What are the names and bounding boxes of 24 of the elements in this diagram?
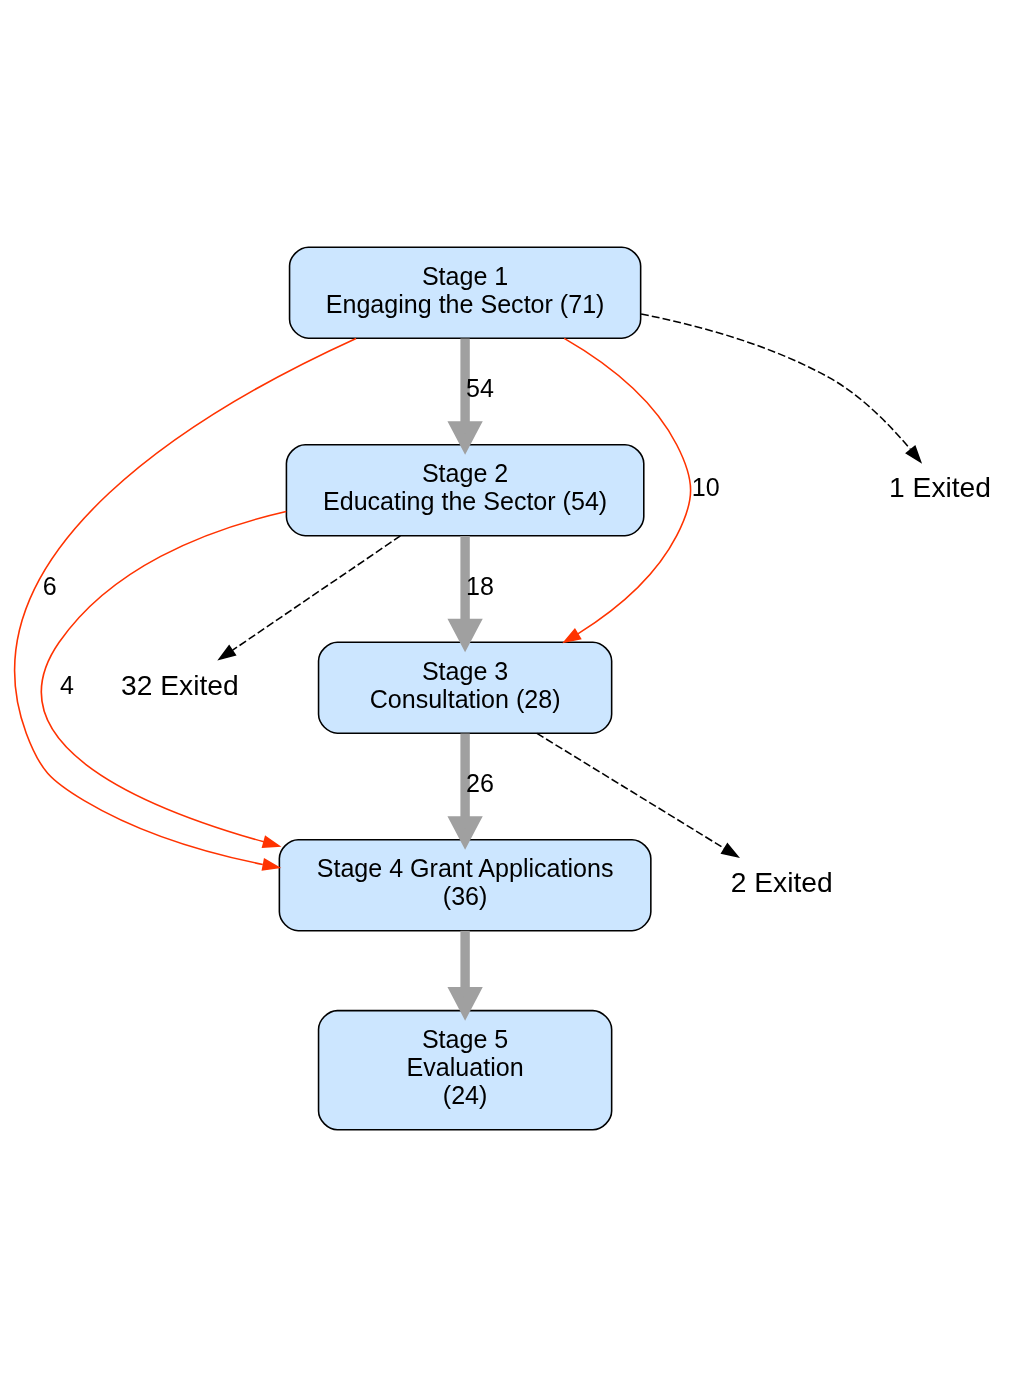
arrow [447,930,483,1021]
node-box: Stage 5 Evaluation (24) [317,1009,613,1130]
edge-label: 10 [691,472,720,501]
arrow [640,312,923,464]
arrow [40,510,287,848]
arrow [217,534,402,661]
arrow [562,337,692,643]
node-text: 1 Exited [889,470,991,503]
node-box: Stage 3 Consultation (28) [317,640,613,734]
arrow [447,732,483,850]
node-text: 32 Exited [121,668,239,701]
arrow [447,337,483,455]
edge-label: 54 [466,373,494,402]
arrow [447,535,483,652]
node-text: 2 Exited [730,865,833,898]
edge-label: 4 [60,670,74,699]
edge-label: 6 [42,571,57,600]
node-box: Stage 4 Grant Applications (36) [278,838,652,931]
edge-label: 18 [466,571,494,600]
arrow [14,337,357,871]
node-box: Stage 1 Engaging the Sector (71) [288,246,642,339]
node-box: Stage 2 Educating the Sector (54) [285,443,645,536]
edge-label: 26 [466,768,494,797]
arrow [536,732,740,858]
